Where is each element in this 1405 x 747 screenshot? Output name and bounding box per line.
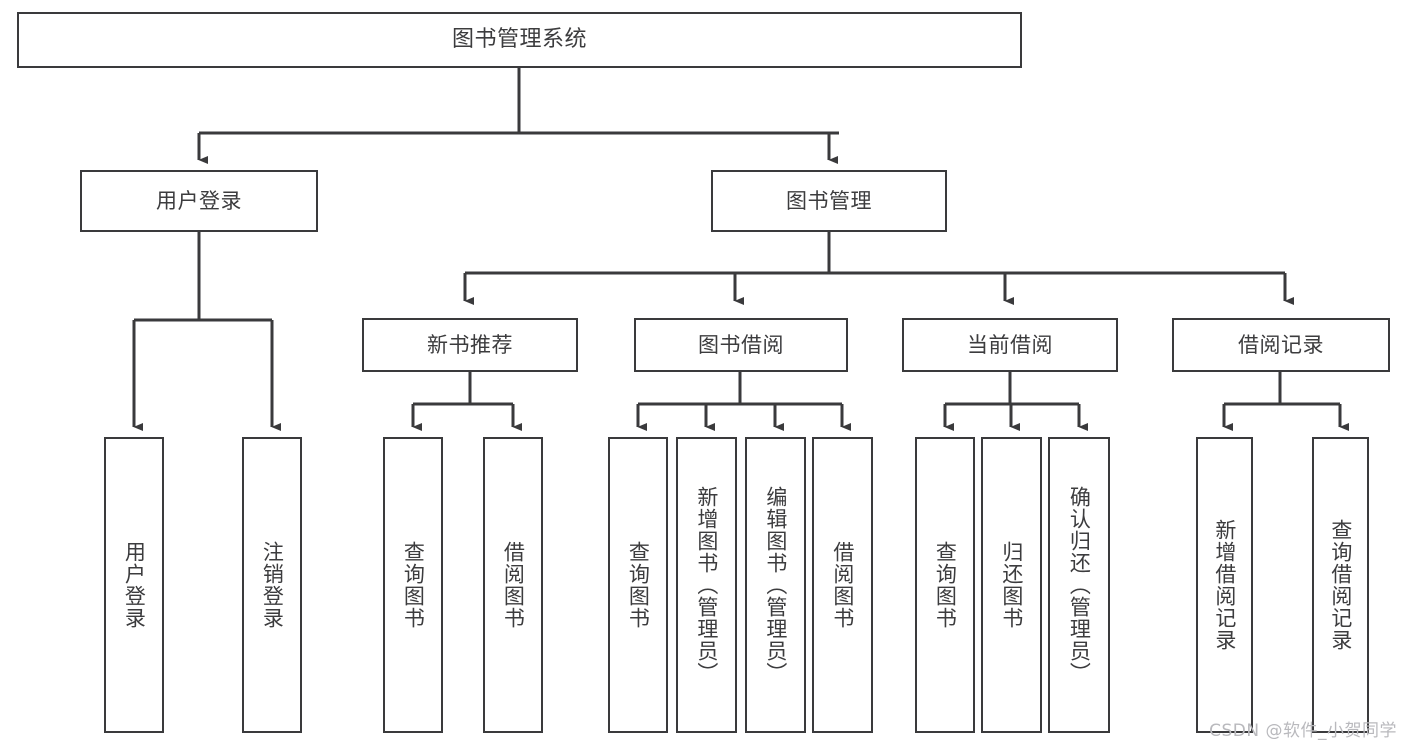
node-borrow-record[interactable]: 借阅记录 (1172, 318, 1390, 372)
node-label: 用户登录 (122, 541, 147, 629)
leaf-current-query-book[interactable]: 查询图书 (915, 437, 975, 733)
node-new-book-recommend[interactable]: 新书推荐 (362, 318, 578, 372)
node-label: 确认归还（管理员） (1067, 486, 1092, 684)
node-book-borrow[interactable]: 图书借阅 (634, 318, 848, 372)
leaf-current-return-book[interactable]: 归还图书 (981, 437, 1042, 733)
leaf-new-book-borrow[interactable]: 借阅图书 (483, 437, 543, 733)
node-label: 图书管理 (786, 188, 872, 213)
node-label: 注销登录 (260, 541, 285, 629)
node-label: 新增图书（管理员） (694, 486, 719, 684)
leaf-borrow-add-book-admin[interactable]: 新增图书（管理员） (676, 437, 737, 733)
node-book-management[interactable]: 图书管理 (711, 170, 947, 232)
node-label: 借阅记录 (1238, 332, 1324, 357)
leaf-borrow-edit-book-admin[interactable]: 编辑图书（管理员） (745, 437, 806, 733)
node-label: 图书借阅 (698, 332, 784, 357)
leaf-borrow-query-book[interactable]: 查询图书 (608, 437, 668, 733)
node-label: 编辑图书（管理员） (763, 486, 788, 684)
node-label: 新书推荐 (427, 332, 513, 357)
node-label: 借阅图书 (501, 541, 526, 629)
leaf-record-query-record[interactable]: 查询借阅记录 (1312, 437, 1369, 733)
node-label: 查询借阅记录 (1328, 519, 1353, 651)
leaf-user-login-logout[interactable]: 注销登录 (242, 437, 302, 733)
node-label: 查询图书 (933, 541, 958, 629)
node-current-borrow[interactable]: 当前借阅 (902, 318, 1118, 372)
node-user-login[interactable]: 用户登录 (80, 170, 318, 232)
node-label: 图书管理系统 (451, 27, 587, 53)
leaf-new-book-query[interactable]: 查询图书 (383, 437, 443, 733)
node-label: 借阅图书 (830, 541, 855, 629)
node-label: 归还图书 (999, 541, 1024, 629)
node-label: 新增借阅记录 (1212, 519, 1237, 651)
csdn-watermark: CSDN @软件_小贺同学 (1209, 721, 1397, 741)
leaf-record-add-record[interactable]: 新增借阅记录 (1196, 437, 1253, 733)
leaf-current-confirm-return-admin[interactable]: 确认归还（管理员） (1048, 437, 1110, 733)
node-label: 查询图书 (401, 541, 426, 629)
node-label: 用户登录 (156, 188, 242, 213)
node-label: 当前借阅 (967, 332, 1053, 357)
node-root-book-management-system[interactable]: 图书管理系统 (17, 12, 1022, 68)
leaf-user-login-login[interactable]: 用户登录 (104, 437, 164, 733)
node-label: 查询图书 (626, 541, 651, 629)
leaf-borrow-borrow-book[interactable]: 借阅图书 (812, 437, 873, 733)
